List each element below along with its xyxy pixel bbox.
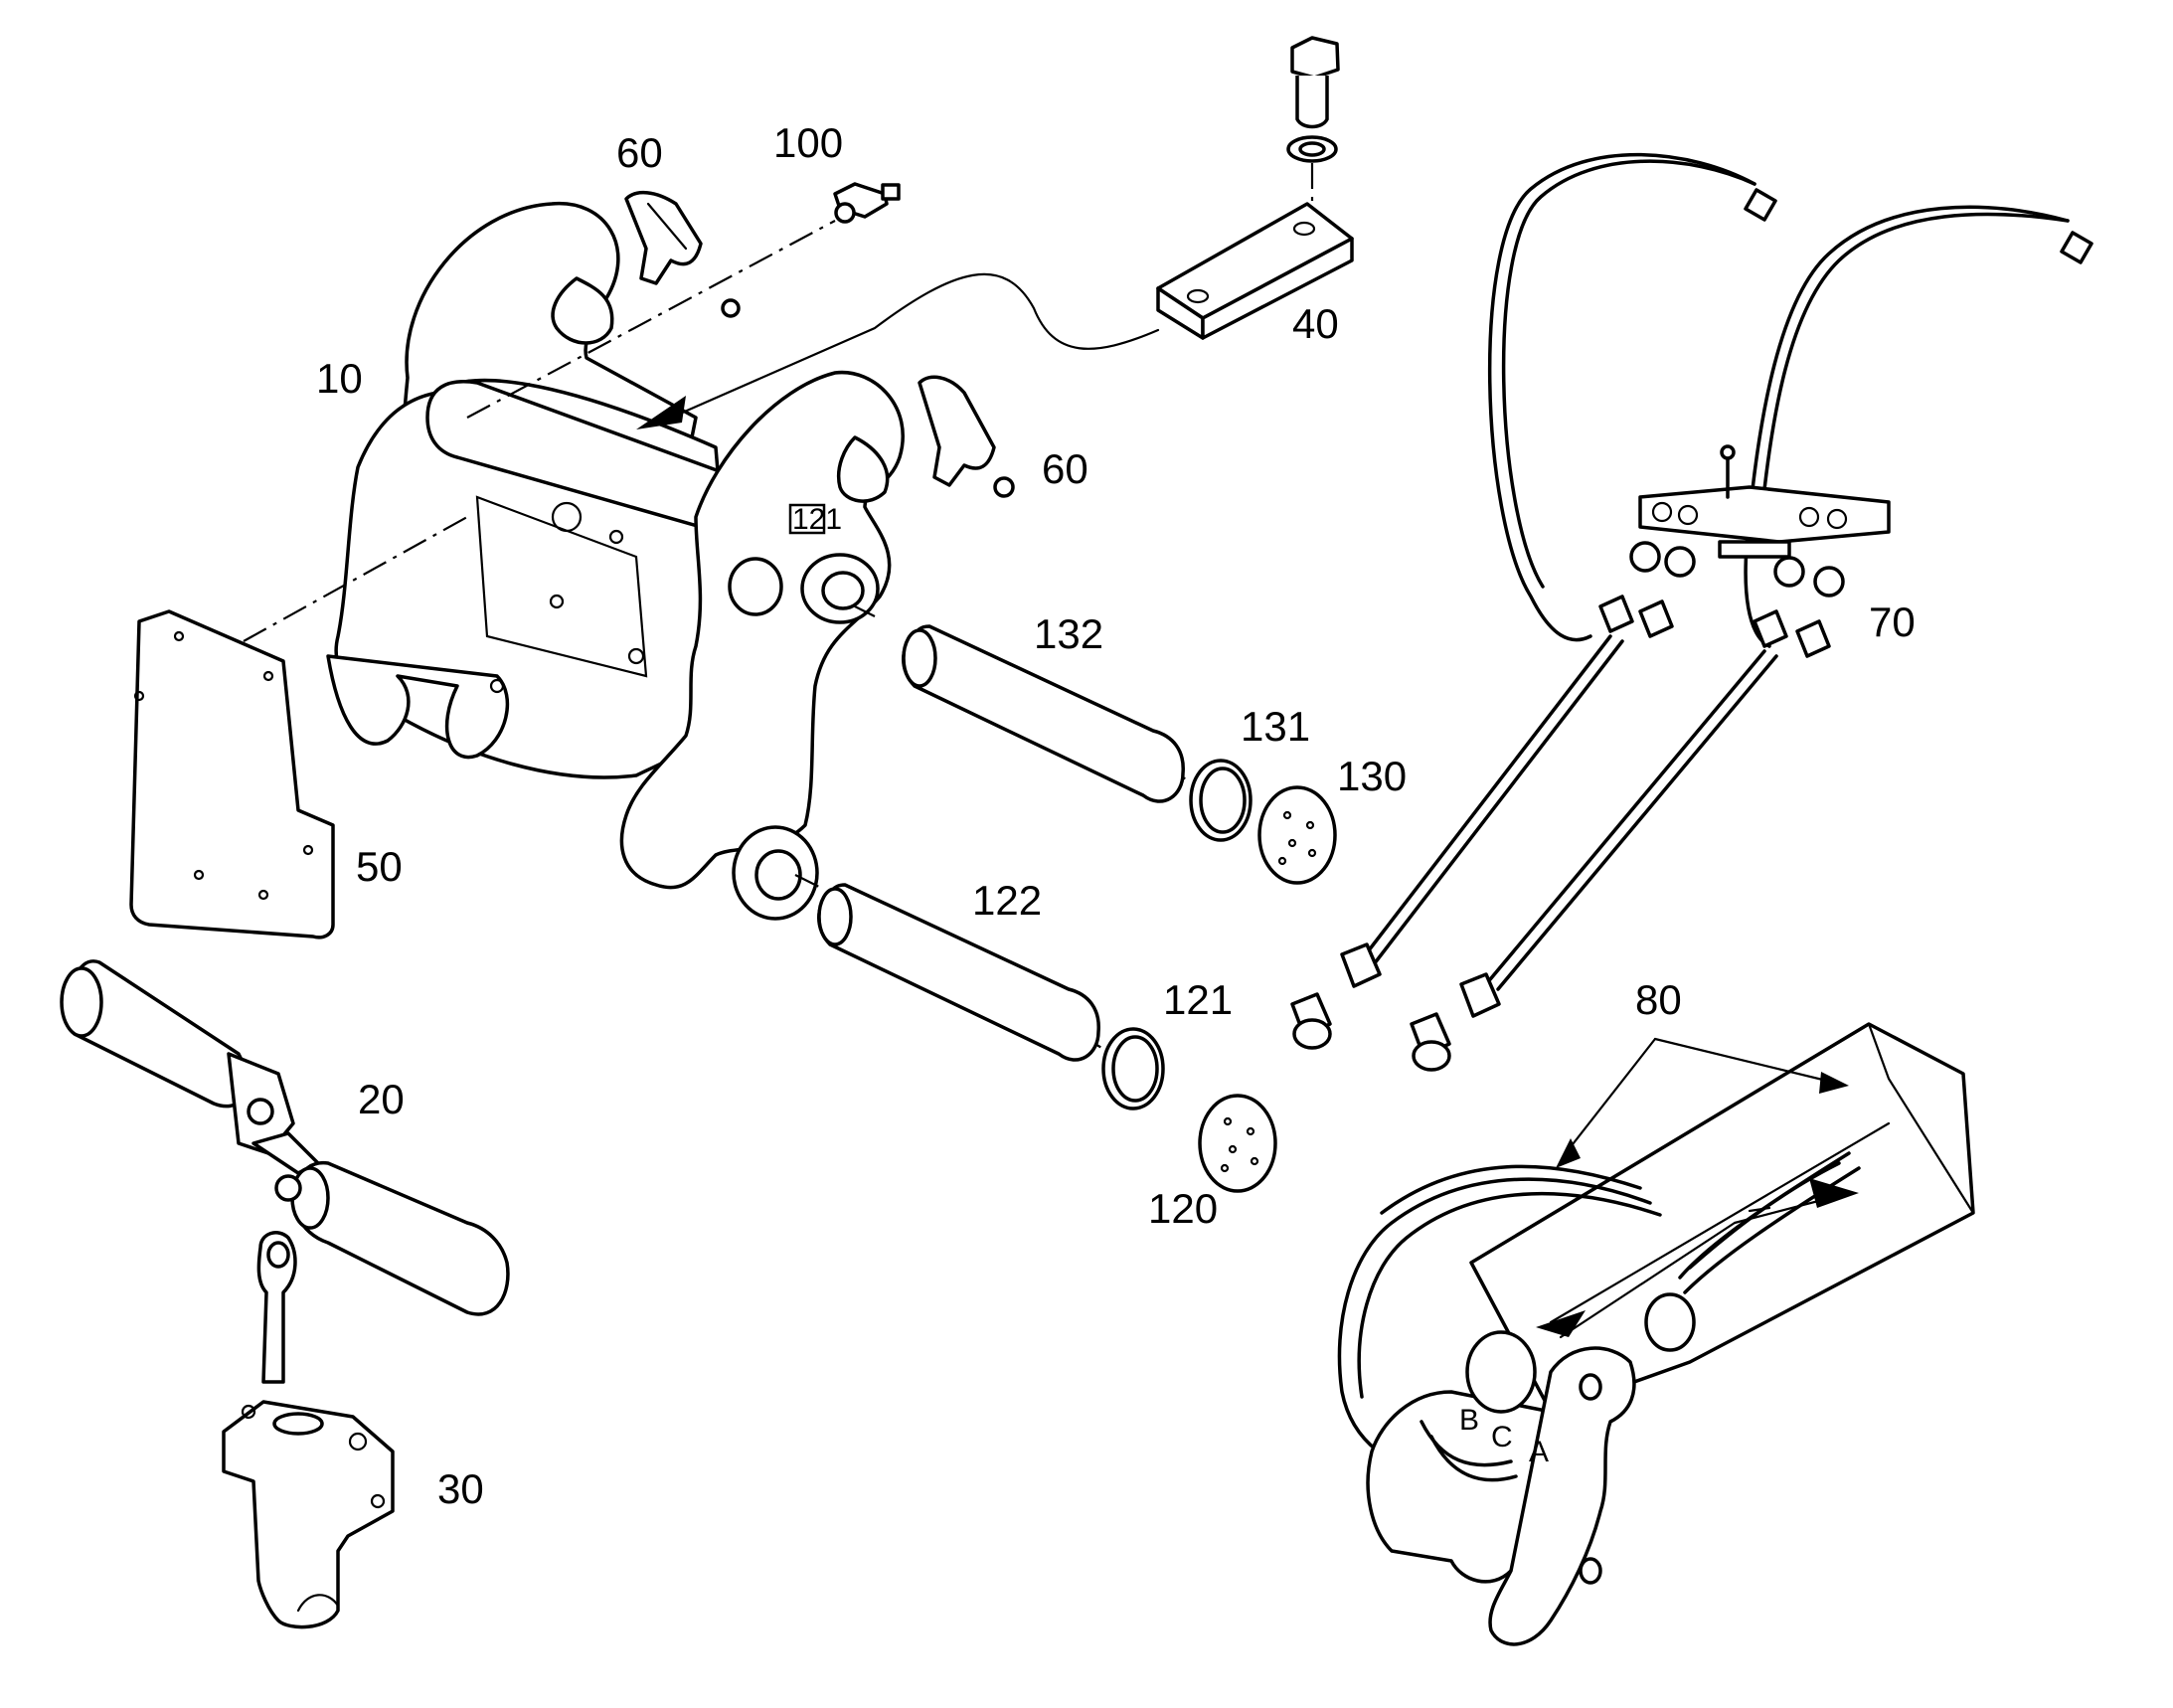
assembly-arrow: [669, 272, 1160, 420]
upper-o-ring-inner: [1199, 767, 1247, 834]
axis-line-sensor: [466, 220, 836, 419]
callout-100: 100: [773, 119, 843, 166]
callout-80: 80: [1635, 976, 1682, 1023]
axis-line-lower-pin: [794, 874, 826, 891]
port-letter-b: B: [1459, 1404, 1479, 1437]
port-letter-a: A: [1529, 1436, 1549, 1468]
hook-bracket-part-upper: [624, 191, 741, 318]
callout-122: 122: [972, 877, 1042, 924]
callout-30: 30: [437, 1465, 484, 1512]
port-letter-c: C: [1491, 1421, 1513, 1453]
callout-121: 121: [1163, 976, 1233, 1023]
hook-bracket-part-lower: [918, 375, 1015, 498]
axis-line-cover: [243, 516, 468, 642]
callout-50: 50: [356, 843, 403, 890]
assembly-arrowhead: [636, 396, 686, 429]
valve-block-part: [222, 1231, 395, 1629]
lower-o-ring-inner: [1111, 1035, 1159, 1103]
callout-20: 20: [358, 1076, 405, 1122]
coupler-frame-part: 121: [326, 202, 905, 921]
bolt-part: [1286, 36, 1340, 224]
callout-60-upper: 60: [616, 129, 663, 176]
callout-40: 40: [1292, 300, 1339, 347]
callout-130: 130: [1337, 753, 1407, 799]
frame-stamp-label: 121: [792, 503, 842, 536]
wear-plate-part: [1156, 202, 1354, 340]
axis-line-upper-pin: [854, 605, 876, 617]
proximity-sensor-part: [833, 182, 901, 224]
callout-120: 120: [1148, 1185, 1218, 1232]
callout-10: 10: [316, 355, 363, 402]
lower-cap-disc-part: [1198, 1094, 1277, 1193]
cover-plate-part: [129, 609, 335, 939]
mounted-assembly-part: B C A: [1337, 1022, 1975, 1646]
upper-cap-disc-part: [1257, 785, 1337, 885]
callout-131: 131: [1241, 703, 1310, 750]
lower-pin-part: [817, 883, 1100, 1062]
hose-set-part: [1290, 152, 2093, 1072]
callout-70: 70: [1869, 598, 1916, 645]
callout-60-lower: 60: [1042, 445, 1088, 492]
callout-132: 132: [1034, 610, 1103, 657]
upper-pin-part: [902, 624, 1185, 803]
hydraulic-cylinder-part: [60, 959, 510, 1316]
